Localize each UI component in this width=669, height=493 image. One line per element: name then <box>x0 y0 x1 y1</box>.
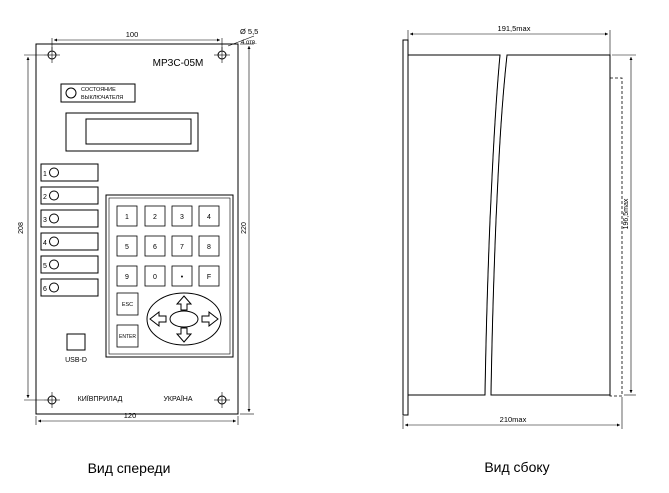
keypad: 1 2 3 4 5 6 7 8 9 0 • F <box>105 194 234 358</box>
dimension-left-height-label: 208 <box>18 222 25 234</box>
side-dimension-bottom-label: 210max <box>500 415 527 424</box>
key-dot-label: • <box>181 274 184 281</box>
breaker-status-led <box>65 87 77 99</box>
mounting-hole-top-right <box>214 47 230 63</box>
dimension-left-height: 208 <box>18 54 44 401</box>
indicator-2: 2 <box>40 186 99 205</box>
breaker-status-indicator: СОСТОЯНИЕ ВЫКЛЮЧАТЕЛЯ <box>60 83 136 103</box>
hole-diameter-label: Ø 5,5 <box>240 27 258 36</box>
key-f[interactable] <box>198 265 220 287</box>
key-enter-label: ENTER <box>119 334 136 340</box>
front-view: 100 Ø 5,5 4 отв. МРЗС-05М <box>18 27 258 476</box>
side-dimension-bottom: 210max <box>402 397 623 429</box>
side-dimension-top-label: 191,5max <box>498 24 531 33</box>
key-2[interactable] <box>144 205 166 227</box>
side-dimension-right-label: 196,5max <box>623 198 630 229</box>
key-6[interactable] <box>144 235 166 257</box>
dimension-right-height: 220 <box>240 43 254 415</box>
breaker-status-label-line1: СОСТОЯНИЕ <box>81 87 116 93</box>
indicator-4: 4 <box>40 232 99 251</box>
key-7[interactable] <box>171 235 193 257</box>
key-1-label: 1 <box>125 214 129 221</box>
indicator-5: 5 <box>40 255 99 274</box>
side-rear-terminal <box>609 77 623 397</box>
side-view-caption: Вид сбоку <box>484 459 549 475</box>
maker-right-label: УКРАЇНА <box>163 395 192 403</box>
lcd-display <box>65 112 199 152</box>
key-9[interactable] <box>116 265 138 287</box>
maker-left-label: КИЇВПРИЛАД <box>78 395 123 403</box>
usb-label: USB-D <box>65 357 87 364</box>
indicator-6-label: 6 <box>43 286 47 293</box>
key-2-label: 2 <box>153 214 157 221</box>
side-dimension-top: 191,5max <box>407 24 611 55</box>
key-4[interactable] <box>198 205 220 227</box>
indicator-4-label: 4 <box>43 240 47 247</box>
mounting-hole-top-left <box>44 47 60 63</box>
arrow-left-icon[interactable] <box>149 310 167 328</box>
front-panel <box>35 43 239 415</box>
mounting-hole-bottom-left <box>44 392 60 408</box>
indicator-2-label: 2 <box>43 194 47 201</box>
indicator-6: 6 <box>40 278 99 297</box>
indicator-5-label: 5 <box>43 263 47 270</box>
key-9-label: 9 <box>125 274 129 281</box>
side-view: 191,5max 196,5max 210max Вид сбоку <box>402 24 636 475</box>
dimension-top-width-label: 100 <box>126 30 139 39</box>
key-0[interactable] <box>144 265 166 287</box>
nav-center-key[interactable] <box>169 310 199 328</box>
key-0-label: 0 <box>153 274 157 281</box>
arrow-up-icon[interactable] <box>175 295 193 311</box>
key-3-label: 3 <box>180 214 184 221</box>
breaker-status-label-line2: ВЫКЛЮЧАТЕЛЯ <box>81 95 123 101</box>
side-flange <box>402 39 409 416</box>
arrow-right-icon[interactable] <box>201 310 219 328</box>
side-dimension-right: 196,5max <box>612 54 636 396</box>
indicator-1: 1 <box>40 163 99 182</box>
dimension-right-height-label: 220 <box>241 222 248 234</box>
indicator-1-label: 1 <box>43 171 47 178</box>
key-f-label: F <box>207 274 211 281</box>
key-1[interactable] <box>116 205 138 227</box>
dimension-top-width: 100 <box>51 30 223 50</box>
key-5[interactable] <box>116 235 138 257</box>
usb-port[interactable] <box>66 333 86 351</box>
key-3[interactable] <box>171 205 193 227</box>
key-enter[interactable] <box>116 324 139 348</box>
key-8-label: 8 <box>207 244 211 251</box>
key-6-label: 6 <box>153 244 157 251</box>
dimension-bottom-width-label: 120 <box>124 411 137 420</box>
indicator-3-label: 3 <box>43 217 47 224</box>
arrow-down-icon[interactable] <box>175 327 193 343</box>
mounting-hole-bottom-right <box>214 392 230 408</box>
model-label: МРЗС-05М <box>153 58 204 69</box>
key-esc[interactable] <box>116 292 139 316</box>
key-4-label: 4 <box>207 214 211 221</box>
key-8[interactable] <box>198 235 220 257</box>
navigation-pad <box>146 292 222 346</box>
side-body-rear <box>490 54 611 396</box>
dimension-bottom-width: 120 <box>35 411 239 425</box>
hole-count-label: 4 отв. <box>241 40 257 46</box>
indicator-3: 3 <box>40 209 99 228</box>
front-view-caption: Вид спереди <box>88 460 171 476</box>
key-esc-label: ESC <box>122 302 133 308</box>
key-5-label: 5 <box>125 244 129 251</box>
hole-callout: Ø 5,5 4 отв. <box>227 27 258 47</box>
key-7-label: 7 <box>180 244 184 251</box>
key-dot[interactable] <box>171 265 193 287</box>
